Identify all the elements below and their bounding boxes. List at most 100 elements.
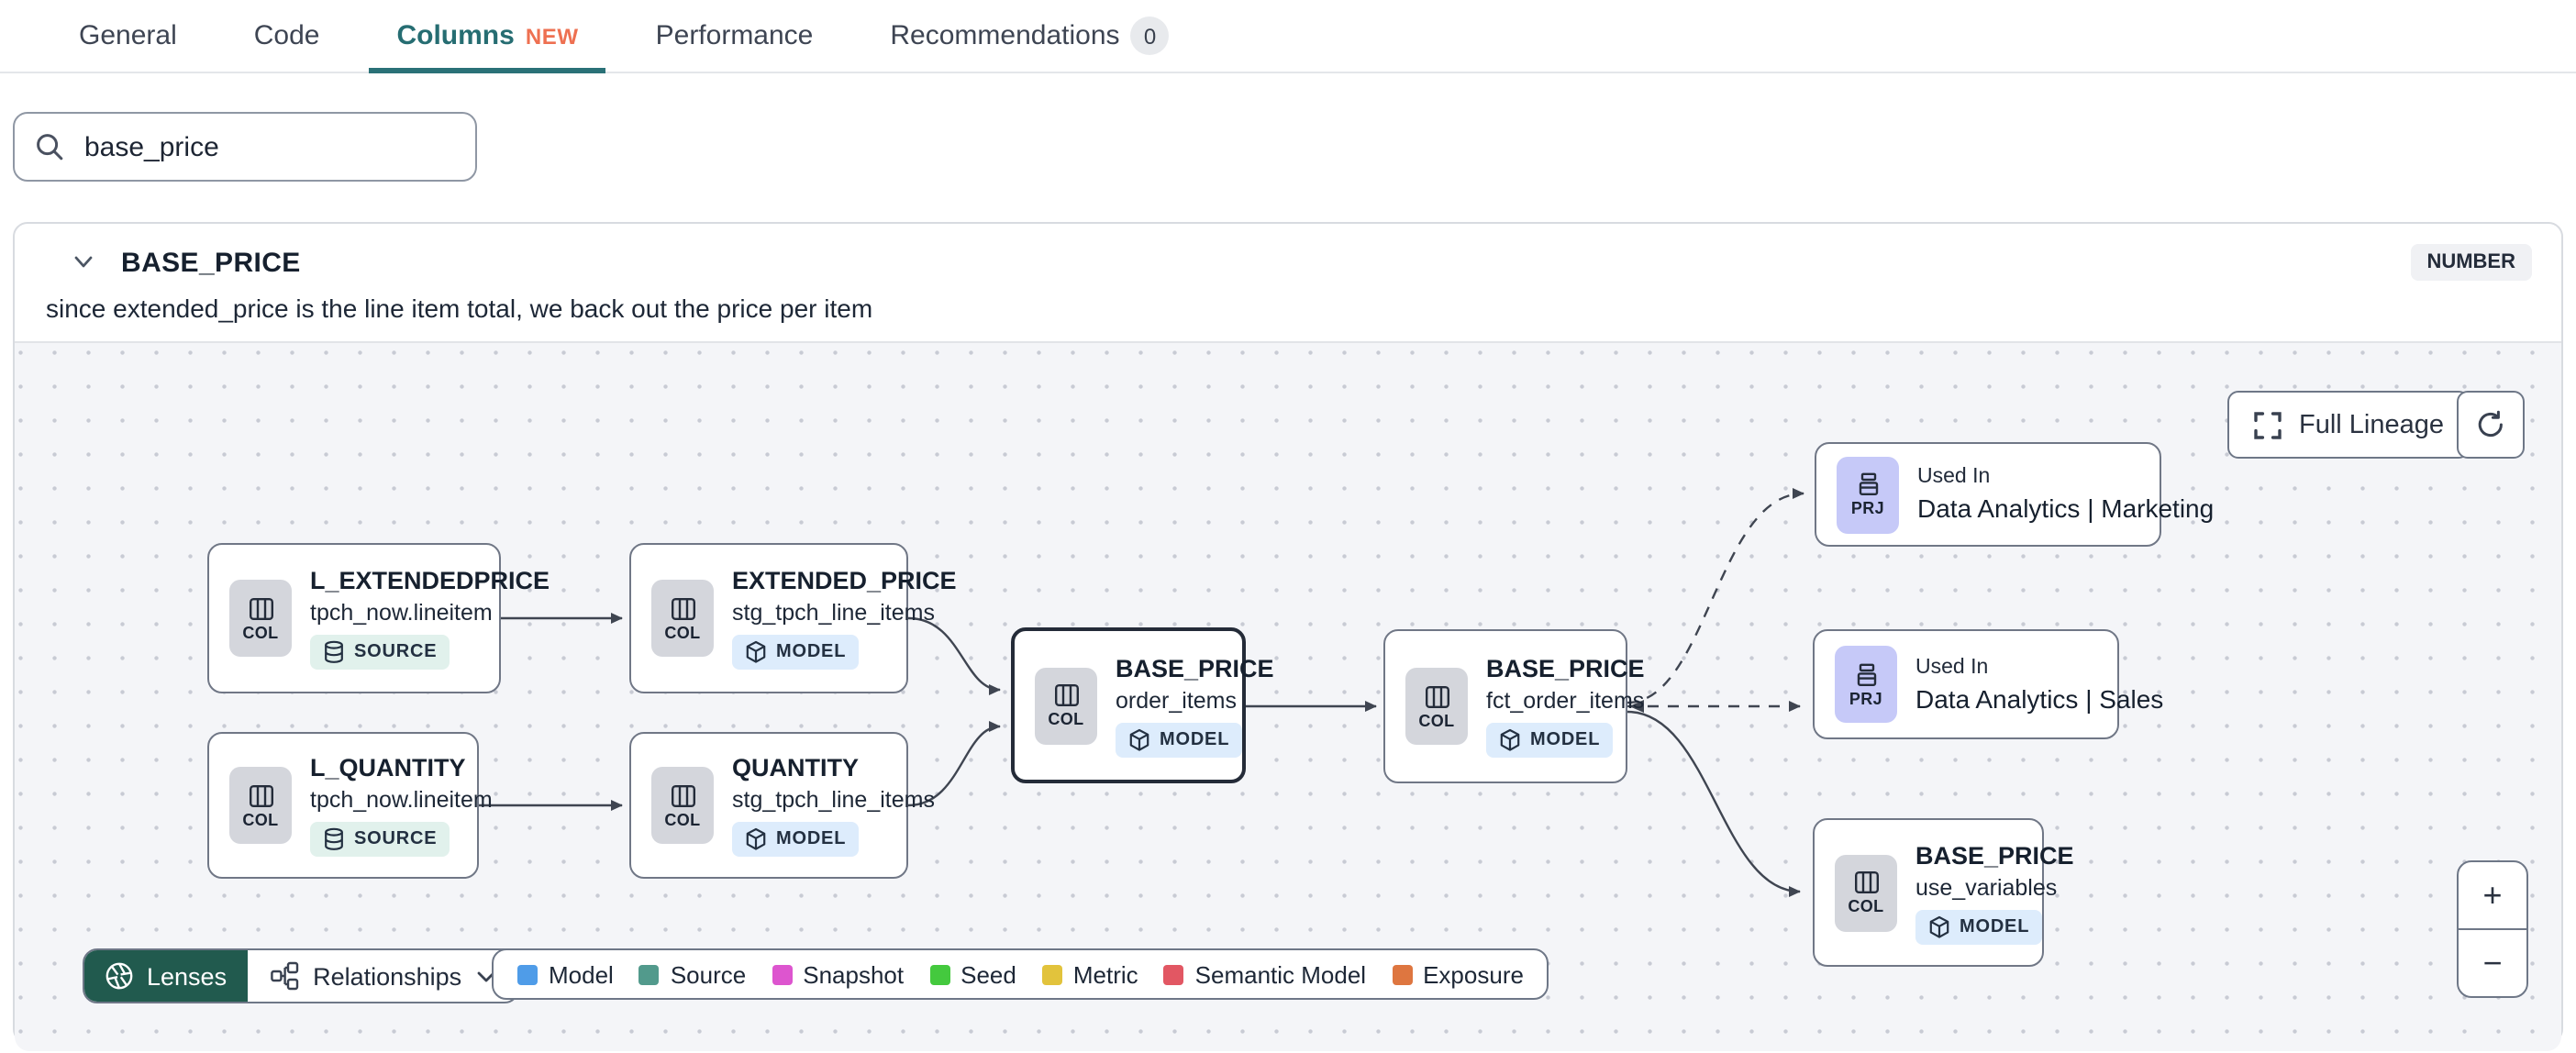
legend-label: Snapshot [803,960,905,988]
node-title: Used In [1915,656,1989,678]
tab-label: Performance [655,20,814,51]
tab-label: General [79,20,177,51]
column-description: since extended_price is the line item to… [46,294,873,323]
node-title: QUANTITY [732,754,859,781]
node-subtitle: tpch_now.lineitem [310,787,493,813]
project-icon: PRJ [1837,456,1899,533]
node-type-label: MODEL [1160,729,1230,749]
node-icon-label: COL [1848,897,1884,915]
lineage-edges [479,488,1804,897]
column-type-badge: NUMBER [2410,244,2532,281]
node-subtitle: order_items [1116,687,1237,713]
legend-item-source: Source [638,960,747,988]
tab-general[interactable]: General [51,0,205,72]
zoom-in-button[interactable]: + [2482,876,2503,913]
zoom-out-button[interactable]: − [2459,928,2526,996]
node-title: Used In [1917,466,1991,488]
node-subtitle: fct_order_items [1486,688,1645,714]
node-title: BASE_PRICE [1116,654,1274,682]
search-input[interactable] [81,129,455,164]
legend-item-snapshot: Snapshot [772,960,904,988]
node-type-label: SOURCE [354,829,438,849]
cube-icon [745,640,767,664]
cube-icon [745,827,767,851]
zoom-controls: + − [2457,860,2528,998]
legend-label: Source [670,960,747,988]
search-row [0,73,2576,222]
search-icon [35,132,64,161]
column-icon: COL [1405,668,1468,745]
tab-label: Columns [396,20,515,51]
node-type-label: MODEL [776,829,847,849]
node-type-label: MODEL [1530,730,1601,750]
legend-color-chip [929,964,950,984]
node-icon-label: PRJ [1850,499,1885,517]
relationships-label: Relationships [313,962,462,990]
refresh-button[interactable] [2457,391,2525,459]
full-lineage-button[interactable]: Full Lineage [2227,391,2470,459]
node-icon-label: COL [1048,710,1084,728]
node-type-pill: MODEL [1486,723,1614,758]
search-box[interactable] [13,112,477,182]
tab-code[interactable]: Code [227,0,348,72]
legend-label: Semantic Model [1194,960,1367,988]
node-subtitle: tpch_now.lineitem [310,600,493,626]
legend-label: Seed [960,960,1016,988]
node-title: BASE_PRICE [1486,655,1645,682]
tab-performance[interactable]: Performance [628,0,841,72]
legend-color-chip [638,964,660,984]
lineage-toolbar: Lenses Relationships [83,948,519,1003]
chevron-down-icon[interactable] [73,255,94,270]
cube-icon [1928,914,1950,938]
node-title: L_QUANTITY [310,754,466,781]
legend-color-chip [517,964,538,984]
legend-item-seed: Seed [929,960,1016,988]
node-type-pill: SOURCE [310,822,450,857]
lenses-label: Lenses [147,962,228,990]
node-type-pill: MODEL [732,822,860,857]
legend-label: Metric [1072,960,1138,988]
column-icon: COL [651,580,714,657]
relationships-icon [269,961,298,991]
column-panel-header: BASE_PRICE NUMBER since extended_price i… [15,224,2561,323]
node-title: BASE_PRICE [1915,841,2074,869]
legend-label: Exposure [1423,960,1524,988]
column-name: BASE_PRICE [121,247,301,278]
lens-aperture-icon [105,961,134,991]
column-icon: COL [651,767,714,844]
column-icon: COL [229,580,292,657]
node-icon-label: COL [242,623,279,641]
node-subtitle: use_variables [1915,874,2058,900]
node-type-pill: SOURCE [310,635,450,670]
legend-item-exposure: Exposure [1392,960,1524,988]
node-title: EXTENDED_PRICE [732,567,957,594]
legend-item-model: Model [517,960,614,988]
chevron-down-icon [476,970,494,981]
project-icon: PRJ [1835,646,1897,723]
lenses-button[interactable]: Lenses [84,950,248,1002]
node-subtitle: stg_tpch_line_items [732,600,935,626]
node-type-label: SOURCE [354,642,438,662]
column-icon: COL [229,767,292,844]
node-icon-label: COL [242,810,279,828]
legend-label: Model [549,960,614,988]
node-icon-label: COL [664,623,701,641]
database-icon [323,640,345,664]
relationships-dropdown[interactable]: Relationships [247,950,516,1002]
node-type-label: MODEL [1960,916,2030,937]
legend-color-chip [1392,964,1413,984]
legend-color-chip [1041,964,1062,984]
